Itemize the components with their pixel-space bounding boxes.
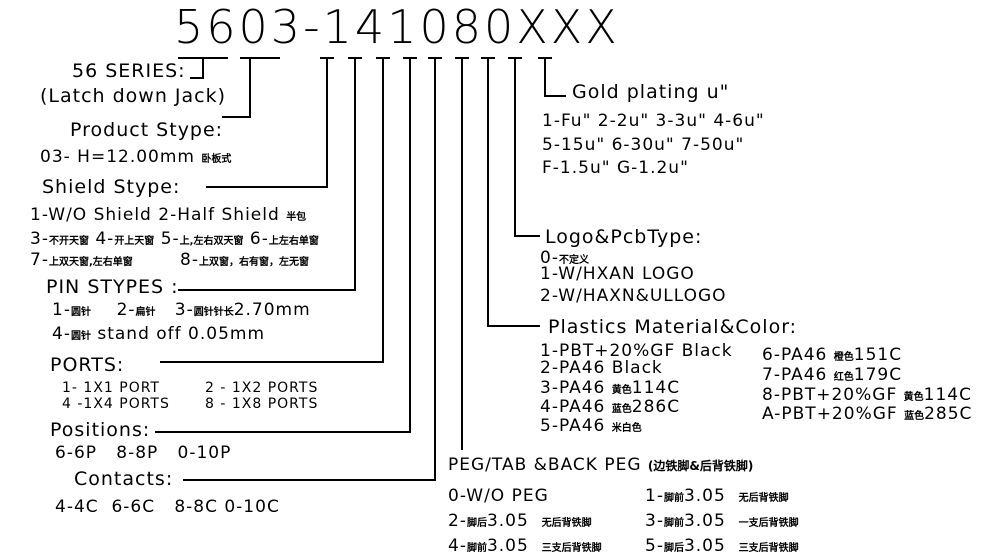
series-leader <box>178 57 228 79</box>
logo-item: 1-W/HXAN LOGO <box>540 264 695 284</box>
ports-item: 8 - 1X8 PORTS <box>205 396 319 412</box>
series-title: 56 SERIES: <box>72 60 186 82</box>
plastics-item: 3-PA46 黄色114C <box>540 378 681 398</box>
product-title: Product Stype: <box>70 119 224 141</box>
plastics-item: A-PBT+20%GF 蓝色285C <box>762 404 973 424</box>
ports-item: 4 -1X4 PORTS <box>62 396 170 412</box>
shield-leader <box>206 57 334 188</box>
plastics-leader <box>481 57 540 327</box>
peg-item: 5-脚后3.05 三支后背铁脚 <box>645 536 799 556</box>
peg-item: 3-脚前3.05 一支后背铁脚 <box>645 511 799 531</box>
logo-leader <box>508 57 540 237</box>
logo-item: 0-不定义 <box>540 248 589 268</box>
plastics-item: 7-PA46 红色179C <box>762 365 903 385</box>
gold-leader <box>538 57 566 97</box>
series-sub: (Latch down Jack) <box>40 85 227 107</box>
peg-title: PEG/TAB &BACK PEG (边铁脚&后背铁脚) <box>448 455 754 475</box>
plastics-item: 5-PA46 米白色 <box>540 416 642 436</box>
ports-title: PORTS: <box>50 354 125 376</box>
gold-line: 1-Fu" 2-2u" 3-3u" 4-6u" <box>542 111 765 131</box>
positions-items: 6-6P 8-8P 0-10P <box>55 443 232 463</box>
ports-item: 2 - 1X2 PORTS <box>205 380 319 396</box>
shield-title: Shield Stype: <box>42 176 181 198</box>
shield-line2: 3-不开天窗 4-开上天窗 5-上,左右双天窗 6-上左右单窗 <box>30 229 319 249</box>
shield-line1: 1-W/O Shield 2-Half Shield 半包 <box>30 205 307 225</box>
peg-leader <box>455 57 469 450</box>
logo-title: Logo&PcbType: <box>545 226 703 248</box>
ports-item: 1- 1X1 PORT <box>62 380 160 396</box>
pin-leader <box>178 57 362 291</box>
peg-item: 4-脚前3.05 三支后背铁脚 <box>448 536 602 556</box>
pin-line2: 4-圆针 stand off 0.05mm <box>52 324 266 344</box>
shield-line3b: 8-上双窗，右有窗，左无窗 <box>180 250 309 270</box>
contacts-leader <box>183 57 442 481</box>
shield-line3: 7-上双天窗,左右单窗 <box>30 250 133 270</box>
part-number: 5603-141080XXX <box>174 0 620 54</box>
pin-title: PIN STYPES : <box>46 276 179 298</box>
plastics-title: Plastics Material&Color: <box>548 316 798 338</box>
product-leader <box>222 57 280 118</box>
contacts-items: 4-4C 6-6C 8-8C 0-10C <box>55 497 280 517</box>
plastics-item: 8-PBT+20%GF 黄色114C <box>762 385 972 405</box>
positions-title: Positions: <box>50 419 151 441</box>
plastics-item: 2-PA46 Black <box>540 358 663 378</box>
pin-line1: 1-圆针 2-扁针 3-圆针针长2.70mm <box>52 300 311 320</box>
plastics-item: 1-PBT+20%GF Black <box>540 341 733 361</box>
peg-item: 0-W/O PEG <box>448 486 549 506</box>
gold-line: 5-15u" 6-30u" 7-50u" <box>542 135 745 155</box>
peg-item: 1-脚前3.05 无后背铁脚 <box>645 486 789 506</box>
positions-leader <box>155 57 417 433</box>
plastics-item: 4-PA46 蓝色286C <box>540 397 681 417</box>
product-item: 03- H=12.00mm 卧板式 <box>40 147 232 167</box>
gold-line: F-1.5u" G-1.2u" <box>542 158 689 178</box>
peg-item: 2-脚后3.05 无后背铁脚 <box>448 511 592 531</box>
logo-item: 2-W/HAXN&ULLOGO <box>540 286 727 306</box>
contacts-title: Contacts: <box>74 468 174 490</box>
plastics-item: 6-PA46 橙色151C <box>762 345 903 365</box>
gold-title: Gold plating u" <box>572 81 730 103</box>
ports-leader <box>160 57 390 363</box>
